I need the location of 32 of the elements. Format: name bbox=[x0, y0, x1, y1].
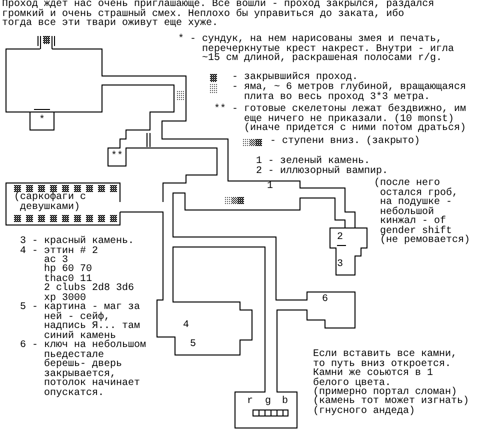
legend-text: - ступени вниз. (закрыто) bbox=[270, 137, 420, 146]
legend-text: - закрывшийся проход. bbox=[232, 73, 358, 82]
note-text: (гнусного андеда) bbox=[313, 407, 416, 416]
room-label: (саркофаги с девушками) bbox=[14, 193, 88, 212]
note-text: (примерно портал сломан) bbox=[313, 388, 458, 398]
room-label: * bbox=[39, 116, 46, 126]
note-text: (камень тот может изгнать) bbox=[313, 397, 470, 406]
key-text: 3 - красный камень. bbox=[20, 237, 134, 246]
legend-text: - яма, ~ 6 метров глубиной, вращающаяся плита во весь проход 3*3 метра. bbox=[232, 83, 468, 102]
room-label: b bbox=[282, 397, 288, 406]
key-text: 5 - картина - маг за ней - сейф, надпись Я... там синий камень bbox=[20, 303, 140, 341]
stat-text: hp 60 70 bbox=[44, 265, 92, 274]
room-label: 1 bbox=[267, 182, 274, 192]
key-text: 6 - ключ на небольшом пьедестале берешь- дверь закрывается, потолок начинает опускатся. bbox=[20, 341, 148, 398]
stat-text: 2 clubs 2d8 3d6 bbox=[44, 284, 134, 294]
stat-text: ac 3 bbox=[44, 256, 68, 266]
room-label: 2 bbox=[337, 233, 344, 242]
key-text: 1 - зеленый камень. bbox=[256, 157, 370, 166]
note-text: (после него остался гроб, на подушке - небольшой кинжал - of gender shift (не ремовается) bbox=[374, 179, 472, 246]
room-label: 6 bbox=[322, 295, 328, 304]
room-label: 3 bbox=[337, 260, 344, 270]
key-text: 4 - эттин # 2 bbox=[20, 247, 98, 256]
key-text: ** - готовые скелетоны лежат бездвижно, им еще ничего не приказали. (10 monst) (иначе придется с ними потом драться) bbox=[214, 105, 468, 134]
room-label: ** bbox=[111, 152, 124, 162]
note-text: Если вставить все камни, то путь вниз откроется. Камни же соьются в 1 белого цвета. bbox=[313, 350, 458, 388]
room-label: 4 bbox=[183, 321, 190, 330]
stat-text: xp 3000 bbox=[44, 294, 86, 304]
key-text: * - сундук, на нем нарисованы змея и печать, перечеркнутые крест накрест. Внутри - игла ~15 см длиной, раскрашеная полосами r/g. bbox=[178, 35, 456, 64]
key-text: 2 - иллюзорный вампир. bbox=[256, 167, 388, 176]
room-label: g bbox=[265, 397, 272, 406]
room-label: r bbox=[247, 397, 254, 406]
room-label: 5 bbox=[190, 340, 196, 350]
